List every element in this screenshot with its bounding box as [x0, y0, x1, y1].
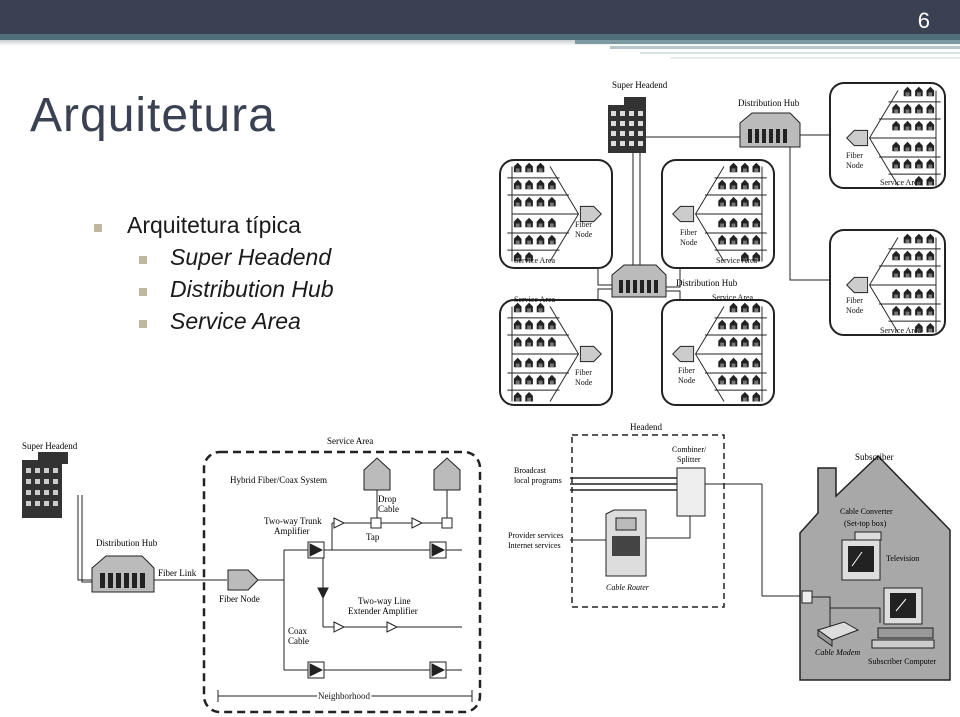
bullet-marker: [139, 288, 147, 296]
label-cable-router: Cable Router: [606, 583, 650, 592]
label-combiner: Splitter: [677, 455, 701, 464]
label-fiber-node: Node: [678, 376, 696, 385]
header-stripe: [0, 34, 960, 40]
label-fiber-node: Fiber: [846, 151, 863, 160]
cable-modem-system-diagram: Headend Combiner/ Splitter Broadcast loc…: [508, 422, 951, 681]
label-service-area: Service Area: [880, 178, 922, 187]
label-fiber-node: Node: [575, 230, 593, 239]
label-fiber-node: Node: [846, 306, 864, 315]
label-service-area: Service Area: [880, 326, 922, 335]
header-shadow: [0, 40, 960, 46]
header-accent: [610, 46, 960, 49]
distribution-hub-icon: [739, 112, 801, 148]
fiber-node-icon: [227, 569, 259, 591]
headend-boundary: [571, 434, 725, 608]
label-broadcast: local programs: [514, 476, 562, 485]
label-trunk-amp: Amplifier: [274, 526, 310, 536]
label-fiber-node: Fiber: [575, 368, 592, 377]
label-super-headend: Super Headend: [22, 441, 78, 451]
label-fiber-link: Fiber Link: [158, 568, 197, 578]
label-trunk-amp: Two-way Trunk: [264, 516, 322, 526]
television-icon: [841, 531, 882, 581]
label-provider-services: Internet services: [508, 541, 561, 550]
label-fiber-node: Fiber: [575, 220, 592, 229]
bullet-arquitetura-tipica: Arquitetura típica: [127, 212, 301, 238]
house-icon: [363, 457, 391, 491]
label-provider-services: Provider services: [508, 531, 563, 540]
label-fiber-node: Fiber: [678, 366, 695, 375]
label-combiner: Combiner/: [672, 445, 707, 454]
label-service-area: Service Area: [716, 256, 758, 265]
combiner-splitter-icon: [676, 467, 706, 517]
label-service-area: Service Area: [712, 293, 754, 302]
label-headend: Headend: [630, 422, 662, 432]
label-super-headend: Super Headend: [612, 80, 668, 90]
label-fiber-node: Node: [680, 238, 698, 247]
label-fiber-node: Fiber Node: [219, 594, 260, 604]
label-tap: Tap: [366, 532, 380, 542]
label-coax-cable: Coax: [288, 626, 307, 636]
label-line-extender: Two-way Line: [358, 596, 411, 606]
label-distribution-hub: Distribution Hub: [96, 538, 158, 548]
distribution-hub-icon: [91, 555, 155, 593]
wall-outlet-icon: [801, 590, 813, 604]
header-accent: [670, 57, 960, 59]
super-headend-icon: [608, 97, 646, 153]
label-fiber-node: Fiber: [846, 296, 863, 305]
label-drop-cable: Cable: [378, 504, 399, 514]
label-service-area: Service Area: [514, 295, 556, 304]
bullet-marker: [94, 224, 102, 232]
label-broadcast: Broadcast: [514, 466, 547, 475]
network-topology-diagram: Super Headend Distribution Hub Distribut…: [499, 80, 946, 406]
header-accent: [575, 40, 960, 44]
header-accent: [640, 52, 960, 54]
super-headend-icon: [22, 452, 68, 518]
label-television: Television: [886, 554, 919, 563]
page-number: 6: [917, 8, 930, 33]
label-distribution-hub: Distribution Hub: [738, 98, 800, 108]
header-bar: [0, 0, 960, 34]
label-hfc-system: Hybrid Fiber/Coax System: [230, 475, 327, 485]
cable-router-icon: [605, 509, 647, 577]
label-cable-converter: (Set-top box): [844, 519, 887, 528]
slide-title: Arquitetura: [30, 89, 276, 142]
label-neighborhood: Neighborhood: [318, 691, 370, 701]
bullet-service-area: Service Area: [170, 308, 301, 334]
label-service-area: Service Area: [514, 256, 556, 265]
label-cable-converter: Cable Converter: [840, 507, 893, 516]
label-coax-cable: Cable: [288, 636, 309, 646]
bullet-marker: [139, 256, 147, 264]
label-subscriber: Subscriber: [855, 452, 894, 462]
label-drop-cable: Drop: [378, 494, 397, 504]
distribution-hub-icon: [611, 264, 667, 298]
house-icon: [433, 457, 461, 491]
bullet-super-headend: Super Headend: [170, 244, 332, 270]
label-fiber-node: Node: [846, 161, 864, 170]
label-fiber-node: Node: [575, 378, 593, 387]
label-subscriber-computer: Subscriber Computer: [868, 657, 937, 666]
label-cable-modem: Cable Modem: [815, 648, 860, 657]
bullet-distribution-hub: Distribution Hub: [170, 276, 334, 302]
label-fiber-node: Fiber: [680, 228, 697, 237]
label-distribution-hub-mid: Distribution Hub: [676, 278, 738, 288]
cable-modem-icon: [816, 621, 860, 647]
service-area-boundary: [202, 450, 482, 714]
bullet-marker: [139, 320, 147, 328]
hfc-system-diagram: Super Headend Distribution Hub Fiber Lin…: [22, 436, 482, 714]
subscriber-computer-icon: [871, 587, 935, 649]
label-line-extender: Extender Amplifier: [348, 606, 418, 616]
label-service-area: Service Area: [327, 436, 373, 446]
